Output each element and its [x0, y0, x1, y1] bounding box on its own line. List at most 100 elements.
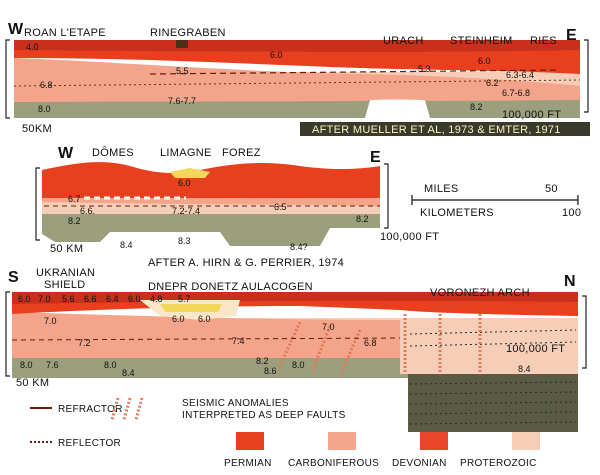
bot-fault-marks — [276, 314, 482, 377]
bot-south-label: S — [8, 269, 19, 286]
legend-refractor-label: REFRACTOR — [58, 404, 123, 415]
scale-bar: MILES 50 KILOMETERS 100 — [411, 183, 581, 219]
legend-carboniferous-label: CARBONIFEROUS — [288, 458, 379, 469]
bot-velocity-7: 7.6 — [46, 360, 59, 370]
bot-velocity-4: 7.0 — [322, 322, 335, 332]
top-velocity-2: 6.0 — [478, 56, 491, 66]
bot-velocity-5: 6.8 — [364, 338, 377, 348]
top-velocity-10: 8.0 — [38, 104, 51, 114]
bot-basin-v-2: 5.7 — [178, 294, 191, 304]
section-bot: S N UKRANIAN SHIELD DNEPR DONETZ AULACOG… — [5, 267, 587, 432]
legend-devonian-swatch — [420, 432, 448, 450]
mid-velocity-2: 6.7 — [68, 194, 81, 204]
bot-top-v-1: 6.0 — [18, 294, 31, 304]
top-place-roan: ROAN L'ETAPE — [24, 27, 106, 39]
top-velocity-11: 8.2 — [470, 102, 483, 112]
top-velocity-4: 5.3 — [418, 64, 431, 74]
mid-bracket-right — [384, 163, 389, 229]
bot-top-v-3: 5.6 — [62, 294, 75, 304]
bot-place-voronezh: VORONEZH ARCH — [430, 287, 530, 299]
bot-velocity-12: 8.0 — [292, 360, 305, 370]
top-velocity-7: 6.2 — [486, 78, 499, 88]
top-place-urach: URACH — [383, 35, 424, 47]
mid-velocity-7: 8.2 — [356, 214, 369, 224]
top-depth-km: 50KM — [22, 123, 52, 135]
mid-velocity-5: 6.5 — [274, 202, 287, 212]
mid-permian-layer — [42, 162, 380, 198]
mid-velocity-9: 8.3 — [178, 236, 191, 246]
mid-bracket-left — [35, 167, 40, 241]
bot-basin-v-1: 4.8 — [150, 294, 163, 304]
top-value-surface: 4.0 — [26, 42, 39, 52]
top-velocity-3: 5.5 — [176, 66, 189, 76]
section-top: W E ROAN L'ETAPE RINEGRABEN URACH STEINH… — [5, 21, 590, 136]
bot-dark-zone — [408, 374, 578, 432]
section-mid: W E DÔMES LIMAGNE FOREZ 6.0 6.7 6.6. 7.2… — [35, 145, 439, 269]
top-credit-band — [300, 122, 590, 136]
scale-km-value: 100 — [562, 207, 581, 219]
rhine-graben-notch — [176, 40, 188, 48]
bot-depth-ft: 100,000 FT — [506, 343, 565, 355]
bot-basin-v-4: 6.0 — [198, 314, 211, 324]
bot-place-dnepr: DNEPR DONETZ AULACOGEN — [148, 281, 313, 293]
bot-top-v-6: 6.0 — [128, 294, 141, 304]
top-credit: AFTER MUELLER ET AL, 1973 & EMTER, 1971 — [312, 124, 561, 136]
mid-velocity-10: 8.4? — [290, 242, 308, 252]
mid-depth-km: 50 KM — [50, 243, 83, 255]
top-velocity-6: 6.8 — [40, 80, 53, 90]
bot-place-shield: SHIELD — [44, 279, 86, 291]
mid-velocity-8: 8.4 — [120, 240, 133, 250]
bot-basin-v-3: 6.0 — [172, 314, 185, 324]
legend-proterozoic-label: PROTEROZOIC — [460, 458, 537, 469]
mid-velocity-4: 7.2-7.4 — [172, 206, 200, 216]
bot-velocity-3: 7.4 — [232, 336, 245, 346]
bot-place-ukranian: UKRANIAN — [36, 267, 95, 279]
top-place-rinegraben: RINEGRABEN — [150, 27, 226, 39]
section-top-carboniferous-layer — [14, 58, 580, 102]
top-refractor-line — [149, 69, 561, 75]
top-depth-ft: 100,000 FT — [502, 109, 561, 121]
scale-miles-label: MILES — [424, 183, 459, 195]
scale-km-label: KILOMETERS — [420, 207, 494, 219]
bot-velocity-11: 8.2 — [256, 356, 269, 366]
bot-north-label: N — [564, 273, 576, 290]
bot-velocity-13: 8.4 — [518, 364, 531, 374]
mid-depth-ft: 100,000 FT — [380, 231, 439, 243]
top-velocity-8: 7.6-7.7 — [168, 96, 196, 106]
mid-east-label: E — [370, 149, 381, 166]
legend-seismic-line1: SEISMIC ANOMALIES — [182, 398, 289, 409]
bot-top-v-4: 6.6 — [84, 294, 97, 304]
top-west-label: W — [8, 21, 24, 38]
bot-velocity-2: 7.2 — [78, 338, 91, 348]
bot-velocity-8: 8.0 — [104, 360, 117, 370]
legend-seismic-line2: INTERPRETED AS DEEP FAULTS — [182, 410, 346, 421]
scale-miles-value: 50 — [545, 183, 558, 195]
bot-velocity-1: 7.0 — [44, 316, 57, 326]
bot-velocity-10: 8.6 — [264, 366, 277, 376]
top-velocity-5: 6.3-6.4 — [506, 70, 534, 80]
bot-depth-km: 50 KM — [16, 377, 49, 389]
bot-velocity-9: 8.4 — [122, 368, 135, 378]
mid-bedrock — [42, 212, 380, 246]
mid-place-forez: FOREZ — [222, 147, 261, 159]
top-bracket-left — [5, 39, 10, 119]
mid-place-limagne: LIMAGNE — [160, 147, 212, 159]
top-bracket-right — [584, 39, 589, 113]
mid-west-label: W — [58, 145, 74, 162]
bot-carboniferous-layer — [12, 312, 400, 358]
top-refractor-line-2 — [13, 79, 581, 87]
section-top-permian-layer — [14, 46, 580, 74]
mid-credit: AFTER A. HIRN & G. PERRIER, 1974 — [148, 257, 344, 269]
bot-velocity-6: 8.0 — [20, 360, 33, 370]
legend-devonian-label: DEVONIAN — [392, 458, 447, 469]
mid-velocity-6: 8.2 — [68, 216, 81, 226]
mid-yellow-basin — [170, 168, 210, 178]
mid-velocity-3: 6.6. — [80, 206, 95, 216]
legend-permian-swatch — [236, 432, 264, 450]
mid-place-domes: DÔMES — [92, 146, 134, 159]
mid-velocity-1: 6.0 — [178, 178, 191, 188]
legend-permian-label: PERMIAN — [224, 458, 272, 469]
bot-bracket-left — [5, 291, 10, 377]
legend-proterozoic-swatch — [512, 432, 540, 450]
